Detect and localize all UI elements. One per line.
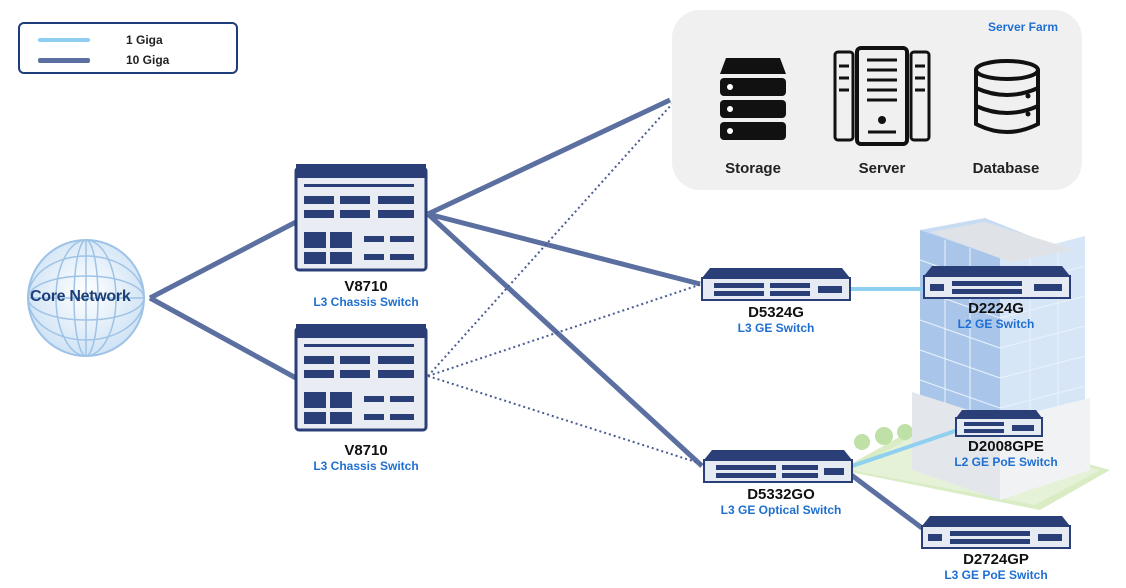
d5332go-label: D5332GO L3 GE Optical Switch: [701, 486, 861, 517]
legend-item-10-giga: 10 Giga: [38, 52, 169, 68]
storage-icon: [720, 58, 786, 140]
core-network-label: Core Network: [30, 288, 131, 305]
link-v8710-bottom-to-d5324g: [427, 283, 703, 377]
device-type: L3 GE Switch: [737, 321, 815, 335]
v8710-bottom-label: V8710 L3 Chassis Switch: [311, 442, 421, 473]
d5324g-device-icon[interactable]: [700, 266, 852, 302]
d5332go-device-icon[interactable]: [702, 448, 854, 484]
database-label: Database: [972, 160, 1040, 177]
d2724gp-label: D2724GP L3 GE PoE Switch: [931, 551, 1061, 582]
database-icon: [974, 59, 1040, 134]
device-type: L3 GE PoE Switch: [944, 568, 1048, 582]
globe-icon: [27, 239, 145, 357]
d2224g-device-icon[interactable]: [922, 264, 1072, 300]
device-type: L3 Chassis Switch: [313, 295, 419, 309]
v8710-top-device-icon[interactable]: [294, 162, 428, 272]
link-d5332go-to-d2008gpe: [851, 428, 959, 468]
legend-label: 10 Giga: [126, 53, 170, 67]
device-name: V8710: [344, 278, 388, 295]
d2008gpe-label: D2008GPE L2 GE PoE Switch: [944, 438, 1068, 469]
legend-swatch: [38, 57, 90, 63]
device-type: L2 GE PoE Switch: [954, 455, 1058, 469]
device-name: D5332GO: [747, 486, 815, 503]
legend-item-1-giga: 1 Giga: [38, 32, 163, 48]
device-name: D2724GP: [963, 551, 1029, 568]
device-name: D5324G: [748, 304, 804, 321]
device-name: V8710: [344, 442, 388, 459]
server-farm-panel: Server Farm: [672, 10, 1082, 190]
device-name: D2224G: [968, 300, 1024, 317]
link-v8710-bottom-to-server-farm: [427, 103, 673, 377]
link-core-to-v8710-top: [148, 219, 298, 301]
server-label: Server: [858, 160, 906, 177]
d2724gp-device-icon[interactable]: [920, 514, 1072, 550]
storage-label: Storage: [725, 160, 781, 177]
link-v8710-bottom-to-d5332go: [427, 375, 703, 465]
d5324g-label: D5324G L3 GE Switch: [716, 304, 836, 335]
legend: 1 Giga 10 Giga: [18, 22, 238, 74]
device-name: D2008GPE: [968, 438, 1044, 455]
d2008gpe-device-icon[interactable]: [954, 408, 1044, 438]
legend-label: 1 Giga: [126, 33, 163, 47]
link-d5332go-to-d2724gp: [848, 472, 924, 530]
device-type: L2 GE Switch: [957, 317, 1035, 331]
link-v8710-top-to-d5324g: [427, 211, 701, 287]
link-core-to-v8710-bottom: [148, 295, 298, 381]
link-v8710-top-to-d5332go: [426, 212, 704, 468]
device-type: L3 Chassis Switch: [313, 459, 419, 473]
server-icon: [833, 46, 931, 146]
server-farm-title: Server Farm: [987, 20, 1058, 34]
v8710-top-label: V8710 L3 Chassis Switch: [311, 278, 421, 309]
link-v8710-top-to-server-farm: [426, 97, 672, 217]
d2224g-label: D2224G L2 GE Switch: [936, 300, 1056, 331]
v8710-bottom-device-icon[interactable]: [294, 322, 428, 432]
legend-swatch: [38, 38, 90, 42]
device-type: L3 GE Optical Switch: [720, 503, 842, 517]
